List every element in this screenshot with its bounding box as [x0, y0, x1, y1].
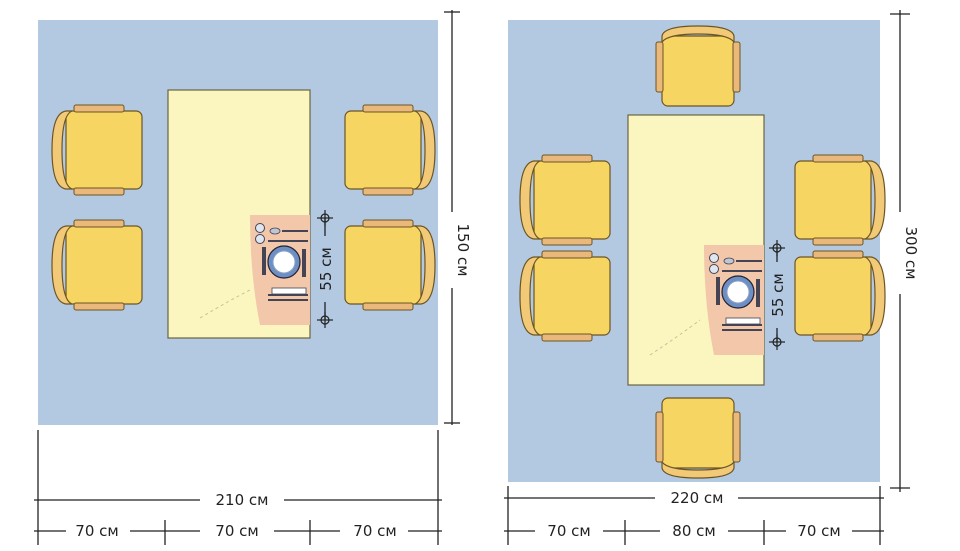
- segment-right-2: 80 см: [672, 522, 715, 540]
- segment-left-2: 70 см: [215, 522, 258, 540]
- chair-right-2: [520, 251, 610, 341]
- layout-left: 55 см 150 см 210 см 70 см 70 см 70 см: [34, 10, 472, 545]
- segment-right-1: 70 см: [547, 522, 590, 540]
- segment-left-3: 70 см: [353, 522, 396, 540]
- height-label-left: 150 см: [454, 224, 472, 277]
- chair-left-4: [344, 219, 436, 311]
- spacing-label-bg-left: [316, 236, 334, 302]
- spacing-label-left: 55 см: [317, 247, 335, 290]
- chair-right-bottom: [656, 398, 740, 478]
- width-label-right: 220 см: [671, 489, 724, 507]
- height-label-bg-right: [892, 212, 908, 294]
- chair-right-top: [655, 25, 741, 107]
- segment-left-1: 70 см: [75, 522, 118, 540]
- place-setting-left: [249, 214, 311, 326]
- spacing-label-bg-right: [768, 262, 786, 328]
- chair-left-3: [344, 104, 436, 196]
- layout-right: 55 см 300 см 220 см 70 см 80 см 70 см: [504, 10, 920, 545]
- table-dash-right: [649, 319, 701, 356]
- height-label-bg-left: [444, 212, 460, 288]
- chair-left-1: [52, 105, 142, 195]
- place-setting-right: [703, 244, 765, 356]
- height-label-right: 300 см: [902, 227, 920, 280]
- table-dash-left: [199, 289, 251, 319]
- width-label-left: 210 см: [216, 491, 269, 509]
- chair-right-4: [794, 250, 886, 342]
- chair-right-3: [794, 154, 886, 246]
- segment-right-3: 70 см: [797, 522, 840, 540]
- chair-left-2: [52, 220, 142, 310]
- chair-right-1: [520, 155, 610, 245]
- spacing-label-right: 55 см: [769, 273, 787, 316]
